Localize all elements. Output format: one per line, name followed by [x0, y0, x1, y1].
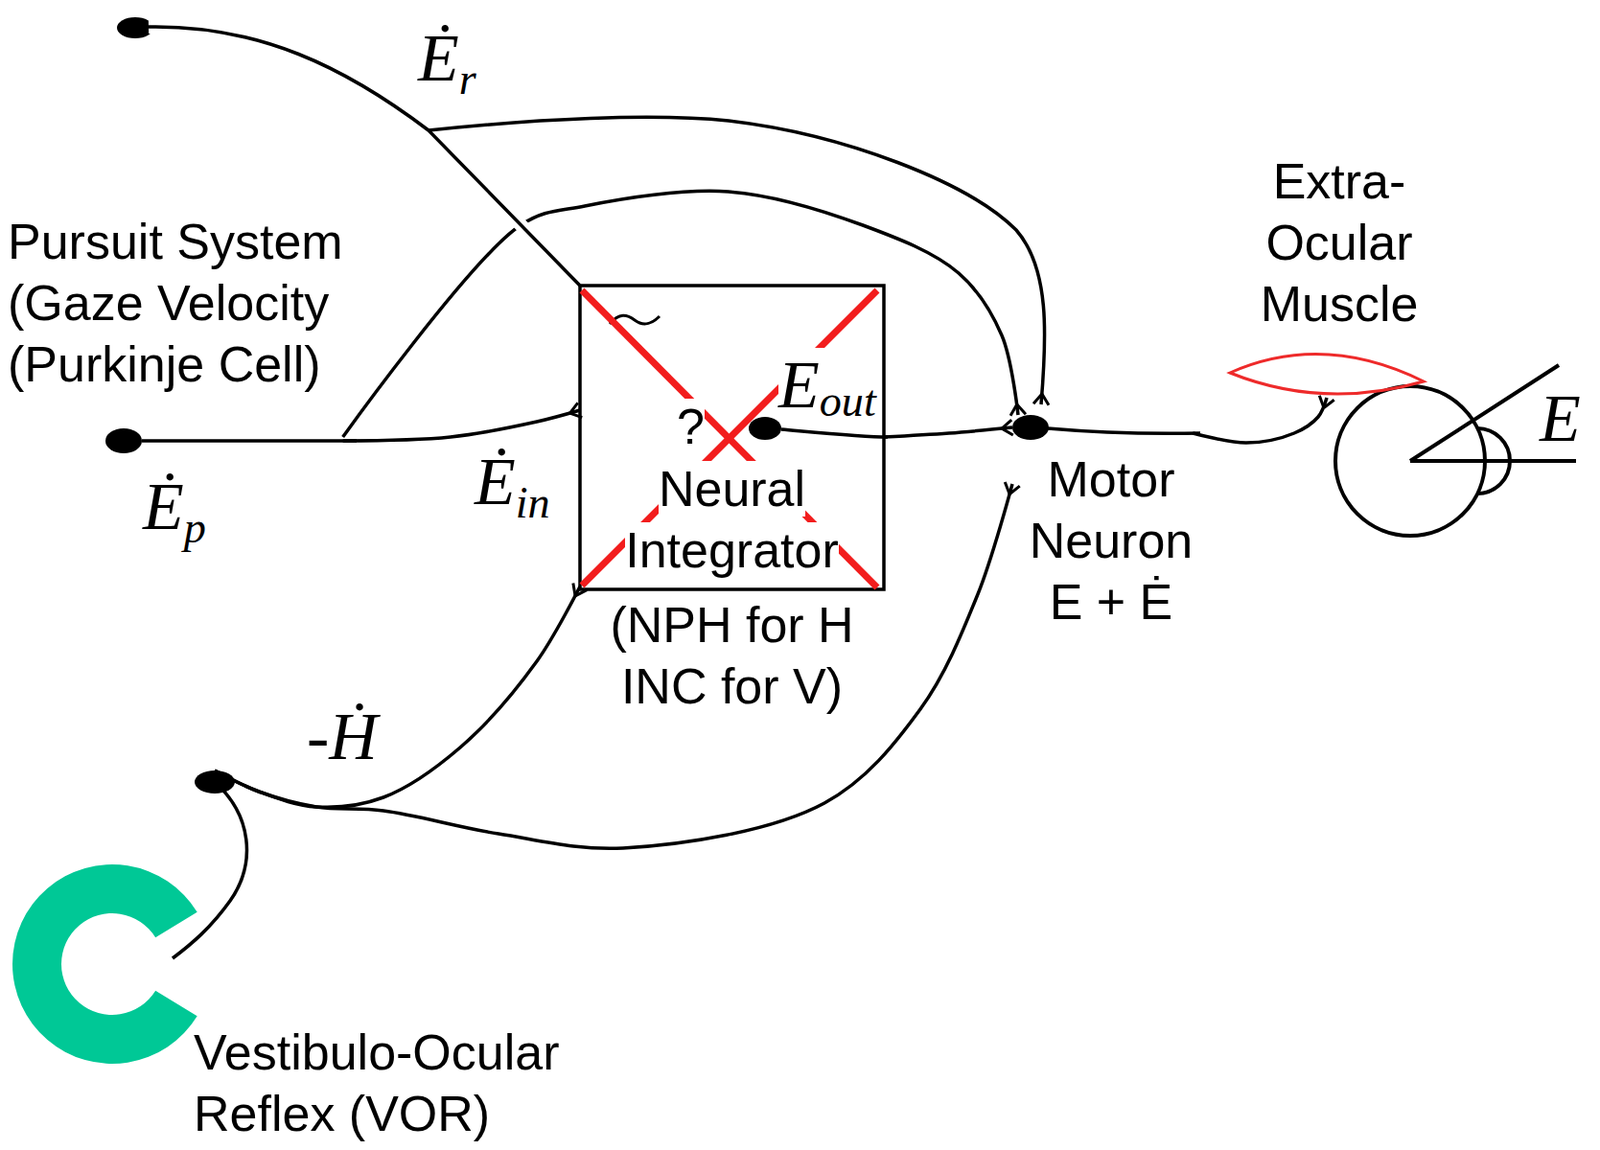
shape-group [1229, 354, 1424, 395]
signal-label: Ėp [142, 469, 207, 544]
signal-label: Ėr [417, 21, 477, 95]
neuron-source: Pursuit System (Gaze Velocity (Purkinje … [7, 213, 344, 454]
node-label: E + Ė [1049, 574, 1174, 630]
axon-stub [781, 429, 888, 438]
nerve-connector [214, 586, 580, 808]
text-block: E + Ė [1015, 571, 1207, 633]
axon-stub [141, 439, 357, 443]
symbol-subscript: p [184, 503, 207, 553]
muscle-shape: Extra-Ocular Muscle [1229, 153, 1424, 398]
nerve-connector [883, 427, 1013, 438]
symbol-wrap: ? [676, 401, 705, 452]
text-block: Motor Neuron [1015, 448, 1207, 572]
signal-wrap: Ėp [142, 473, 207, 541]
shape-group [579, 285, 884, 590]
symbol-main: E [778, 347, 820, 422]
signal-label: E [1539, 381, 1581, 456]
shape-group [12, 770, 247, 1065]
node-label: Motor Neuron [1029, 451, 1194, 569]
nerve-connector [343, 410, 580, 441]
symbol-main: Ė [142, 469, 185, 544]
symbol-main: Ė [474, 444, 516, 519]
signal-label: Eout [778, 347, 877, 422]
neuron-dot [194, 770, 235, 794]
reference-line [1410, 459, 1577, 464]
symbol-wrap: Ėin [474, 448, 551, 516]
node-label: (NPH for H INC for V) [609, 597, 854, 715]
lesion-cross [581, 290, 878, 586]
symbol-main: Ė [417, 21, 460, 95]
text-block: Vestibulo-Ocular Reflex (VOR) [193, 1021, 587, 1145]
symbol-wrap: E [1539, 385, 1581, 453]
text-block: Pursuit System (Gaze Velocity (Purkinje … [7, 210, 353, 395]
signal-wrap: Eout [778, 351, 877, 419]
text-block: (NPH for H INC for V) [579, 594, 884, 718]
signal-label: ? [676, 398, 705, 455]
lesion-cross [581, 290, 878, 588]
text-block: Neural Integrator [579, 458, 884, 581]
node-label: Pursuit System (Gaze Velocity (Purkinje … [7, 213, 344, 393]
symbol-subscript: out [819, 376, 877, 426]
motor-neuron: Motor NeuronE + Ė [1012, 415, 1193, 630]
neuron-dot [105, 428, 142, 454]
axon-stub [1047, 428, 1201, 434]
shape-group [1012, 415, 1049, 441]
neuron-dot [1012, 415, 1049, 441]
nerve-connector [1192, 397, 1327, 443]
vestibular-ring [12, 864, 198, 1065]
afferent-fiber [172, 782, 247, 959]
signal-label: Ėin [474, 444, 551, 519]
integrator-outline [579, 285, 884, 590]
symbol-subscript: in [515, 478, 551, 528]
nerve-connector [214, 484, 1013, 849]
signal-wrap: -Ḣ [306, 703, 378, 771]
signal-label: -Ḣ [306, 699, 378, 774]
vestibular-organ: Vestibulo-Ocular Reflex (VOR) [12, 770, 560, 1142]
retinal-branch [428, 116, 1045, 405]
neuron-dot [748, 417, 782, 441]
symbol-wrap: Ėr [417, 24, 477, 93]
shape-group [105, 428, 142, 454]
gaze-line [1410, 365, 1559, 462]
muscle-lens [1229, 354, 1424, 395]
node-label: Vestibulo-Ocular Reflex (VOR) [193, 1024, 560, 1142]
node-label: Neural Integrator [625, 461, 839, 579]
text-block: Extra-Ocular Muscle [1252, 150, 1426, 335]
symbol-subscript: r [459, 54, 477, 104]
node-label: Extra-Ocular Muscle [1260, 153, 1419, 332]
source-dot [116, 17, 154, 39]
